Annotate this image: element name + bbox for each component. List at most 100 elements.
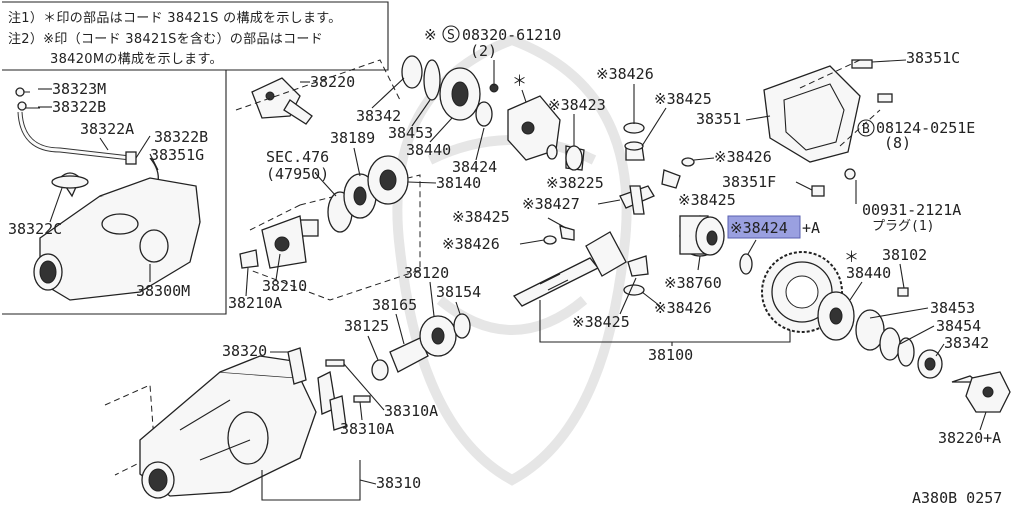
leader-38426-d (641, 291, 661, 307)
label-38189: 38189 (330, 129, 375, 147)
label-38310: 38310 (376, 474, 421, 492)
label-38322B-right: 38322B (154, 128, 208, 146)
label-38453-right: 38453 (930, 299, 975, 317)
leader-38351F (795, 181, 813, 191)
left-bearing-stack (401, 55, 499, 127)
guide-dash-case (104, 384, 156, 476)
leader-38426-b (693, 157, 715, 161)
leader-38424-hl (747, 239, 757, 255)
label-38300M: 38300M (136, 282, 190, 300)
label-38425-d: ※38425 (572, 313, 630, 331)
highlight-38424-box (727, 215, 801, 239)
diagram-code: A380B 0257 (912, 489, 1002, 507)
label-38425-b: ※38425 (678, 191, 736, 209)
notes-box-border (2, 1, 389, 315)
inset-breather-hose (15, 87, 163, 198)
star-mark-right: ＊ (844, 248, 859, 266)
label-38225: ※38225 (546, 174, 604, 192)
label-38310A-1: 38310A (384, 402, 438, 420)
leader-38125 (367, 335, 379, 361)
leader-38154 (455, 301, 461, 315)
washers-left-mid (543, 225, 575, 245)
side-flange-right (951, 371, 1011, 413)
leader-38351 (745, 115, 771, 121)
label-38220A: 38220+A (938, 429, 1001, 447)
cross-shaft-38427 (619, 185, 655, 215)
label-38351C: 38351C (906, 49, 960, 67)
b-circle-mark (857, 119, 875, 137)
label-38426-d: ※38426 (654, 299, 712, 317)
asterisk-s-mark: ※ (424, 26, 437, 44)
leader-38454 (899, 325, 935, 345)
star-mark-left: ＊ (512, 72, 527, 90)
s-letter: S (447, 28, 455, 43)
label-38320: 38320 (222, 342, 267, 360)
pinion-right-upper (661, 157, 695, 189)
washer-gear-upper (623, 122, 645, 161)
leader-38165 (395, 313, 405, 345)
label-38322C: 38322C (8, 220, 62, 238)
leader-38426-c (519, 239, 545, 245)
label-38154: 38154 (436, 283, 481, 301)
label-38760: ※38760 (664, 274, 722, 292)
pinion-gear-mid (623, 255, 649, 296)
note-line-3: 38420Mの構成を示します。 (50, 52, 223, 67)
drum-38760 (679, 215, 725, 257)
rear-cover-38351 (763, 59, 893, 197)
label-sec476: SEC.476 (266, 148, 329, 166)
label-08124-qty: (8) (884, 134, 911, 152)
label-38351F: 38351F (722, 173, 776, 191)
label-38423: ※38423 (548, 96, 606, 114)
main-diff-carrier (139, 355, 317, 499)
label-38102: 38102 (882, 246, 927, 264)
leader-38102 (899, 263, 905, 289)
leader-38425-d (619, 277, 637, 315)
label-08124-0251E: 08124-0251E (876, 119, 975, 137)
leader-38310A-1 (343, 363, 385, 411)
bearing-caps (287, 347, 371, 431)
label-38100: 38100 (648, 346, 693, 364)
label-38125: 38125 (344, 317, 389, 335)
label-38425-a: ※38425 (654, 90, 712, 108)
s-circle-mark (442, 25, 460, 43)
label-38322A: 38322A (80, 120, 134, 138)
label-38426-a: ※38426 (596, 65, 654, 83)
leader-38210A (245, 267, 249, 297)
label-08320-qty: (2) (470, 42, 497, 60)
label-38426-b: ※38426 (714, 148, 772, 166)
label-38427: ※38427 (522, 195, 580, 213)
leader-38440-right (849, 281, 863, 301)
guide-dash-upper (235, 59, 401, 111)
label-38310A-2: 38310A (340, 420, 394, 438)
leader-38310 (359, 479, 377, 485)
leader-38427 (597, 199, 621, 205)
label-38454: 38454 (936, 317, 981, 335)
leader-38220A (979, 411, 987, 431)
washer-38424 (739, 253, 753, 275)
note-line-2: 注2）※印（コード 38421Sを含む）の部品はコード (8, 32, 324, 47)
leader-38189 (353, 147, 361, 177)
side-gear-38423 (565, 145, 585, 171)
label-38323M: 38323M (52, 80, 106, 98)
leader-sec476 (315, 173, 337, 197)
label-38342-right: 38342 (944, 334, 989, 352)
label-38220: 38220 (310, 73, 355, 91)
leader-38760 (697, 255, 701, 271)
leader-38453-right (869, 307, 929, 319)
leaders-left-stack (371, 77, 485, 161)
label-38424-suffix: +A (802, 219, 820, 237)
guide-dash-cover (799, 59, 881, 147)
label-38120: 38120 (404, 264, 449, 282)
drive-pinion-38100 (512, 231, 627, 307)
label-08320-61210: 08320-61210 (462, 26, 561, 44)
label-38165: 38165 (372, 296, 417, 314)
label-38140: 38140 (436, 174, 481, 192)
note-line-1: 注1）＊印の部品はコード 38421S の構成を示します。 (8, 11, 342, 26)
diff-case-left: ＊ (507, 72, 561, 161)
label-38351: 38351 (696, 110, 741, 128)
label-sec476-code: (47950) (266, 165, 329, 183)
label-38210: 38210 (262, 277, 307, 295)
label-38453-left: 38453 (388, 124, 433, 142)
leader-38310A-2 (359, 401, 363, 421)
